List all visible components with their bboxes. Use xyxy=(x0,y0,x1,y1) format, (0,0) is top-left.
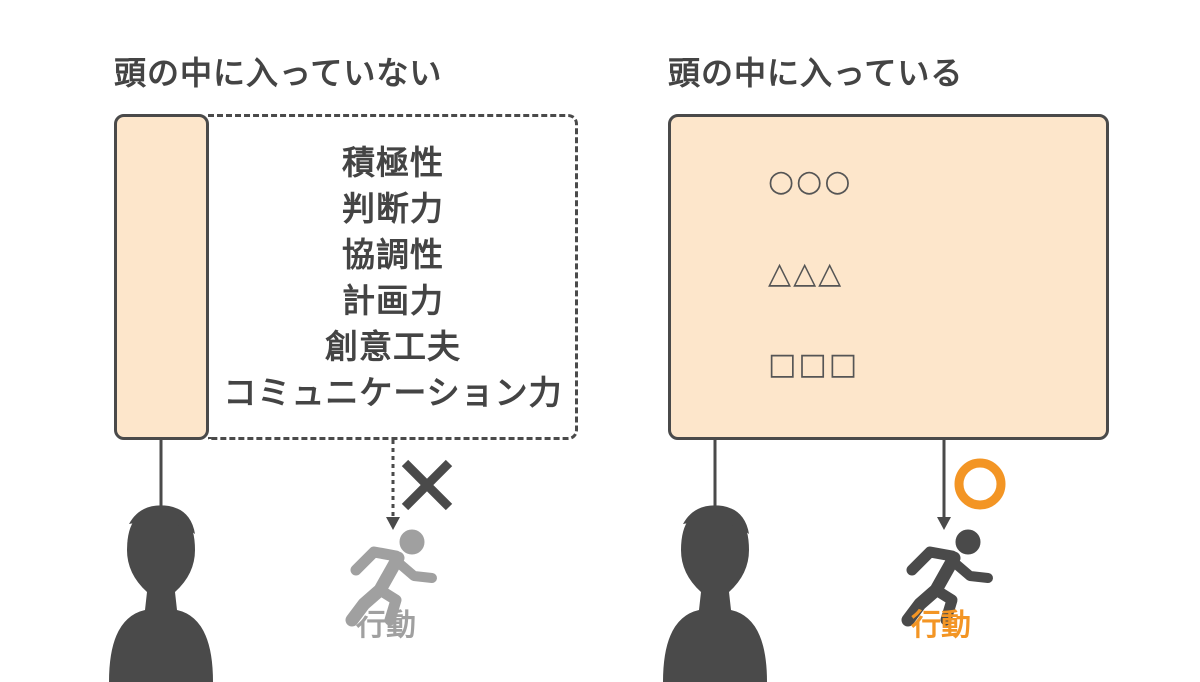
left-action-label: 行動 xyxy=(356,608,416,643)
person-silhouette-icon xyxy=(663,505,767,682)
symbol-row-circles: ○○○ xyxy=(768,164,853,199)
left-heading: 頭の中に入っていない xyxy=(114,54,443,92)
right-heading: 頭の中に入っている xyxy=(668,54,964,92)
person-silhouette-icon xyxy=(109,505,213,682)
right-action-label: 行動 xyxy=(911,608,971,643)
quality-item: 積極性 xyxy=(342,143,444,182)
arrow-down-icon xyxy=(937,517,951,530)
quality-item: 判断力 xyxy=(342,189,444,228)
cross-mark-icon xyxy=(401,459,453,511)
symbol-row-squares: □□□ xyxy=(768,347,860,382)
right-head-box xyxy=(668,114,1109,440)
symbol-row-triangles: △△△ xyxy=(768,256,844,291)
outside-knowledge-box xyxy=(208,114,578,440)
quality-item: コミュニケーション力 xyxy=(223,373,563,412)
quality-item: 協調性 xyxy=(342,235,444,274)
left-head-box xyxy=(114,114,209,440)
arrow-down-icon xyxy=(386,517,400,530)
quality-item: 創意工夫 xyxy=(325,327,461,366)
quality-item: 計画力 xyxy=(342,281,444,320)
circle-mark-icon xyxy=(954,458,1006,510)
qualities-list: 積極性 判断力 協調性 計画力 創意工夫 コミュニケーション力 xyxy=(208,140,578,416)
